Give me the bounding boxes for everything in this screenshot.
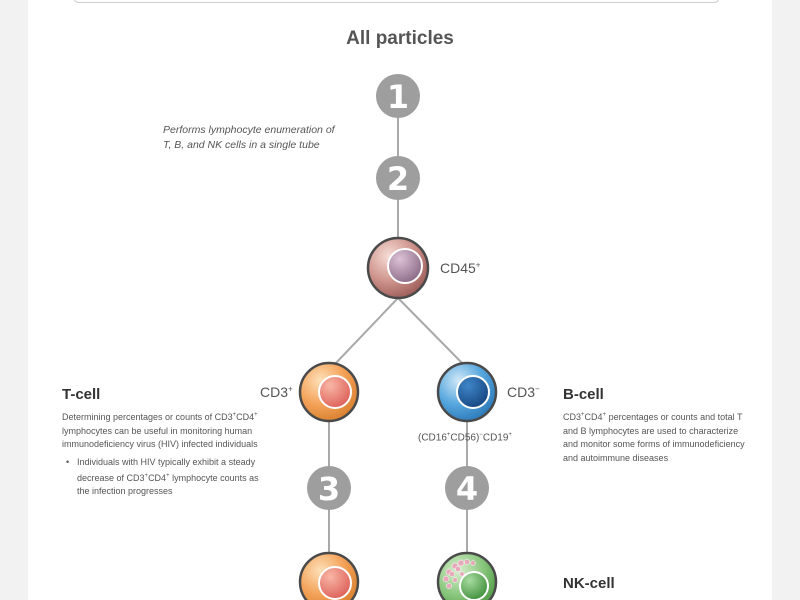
step-1: 1	[376, 74, 420, 118]
step-3-label: 3	[318, 470, 340, 508]
nkcell-icon	[436, 551, 498, 600]
tcell-icon	[298, 361, 360, 423]
bullet-dot-icon: •	[66, 457, 70, 467]
bcell-heading: B-cell	[563, 386, 604, 403]
nk-gate-label: (CD16+CD56)−CD19+	[418, 432, 512, 444]
step-3: 3	[307, 466, 351, 510]
tcell-heading: T-cell	[62, 386, 101, 403]
step-2-label: 2	[387, 160, 409, 198]
step-2: 2	[376, 156, 420, 200]
step-4-label: 4	[456, 470, 478, 508]
nkcell-heading: NK-cell	[563, 575, 615, 592]
step-1-label: 1	[387, 78, 409, 116]
tcell-description: Determining percentages or counts of CD3…	[62, 412, 258, 449]
cd45-cell-icon	[366, 236, 430, 300]
step-4: 4	[445, 466, 489, 510]
bcell-description: CD3+CD4+ percentages or counts and total…	[563, 412, 745, 463]
tcell-cd4-icon	[298, 551, 360, 600]
cd3-positive-label: CD3+	[260, 384, 293, 400]
page-title: All particles	[346, 28, 454, 49]
cd3-negative-label: CD3−	[507, 384, 540, 400]
cd45-marker-label: CD45+	[440, 260, 481, 276]
bcell-icon	[436, 361, 498, 423]
tcell-bullet-item: •Individuals with HIV typically exhibit …	[66, 457, 259, 496]
connector-cd45-tcell	[334, 297, 399, 365]
connector-cd45-bcell	[397, 297, 464, 365]
description-note: Performs lymphocyte enumeration of T, B,…	[163, 124, 335, 151]
